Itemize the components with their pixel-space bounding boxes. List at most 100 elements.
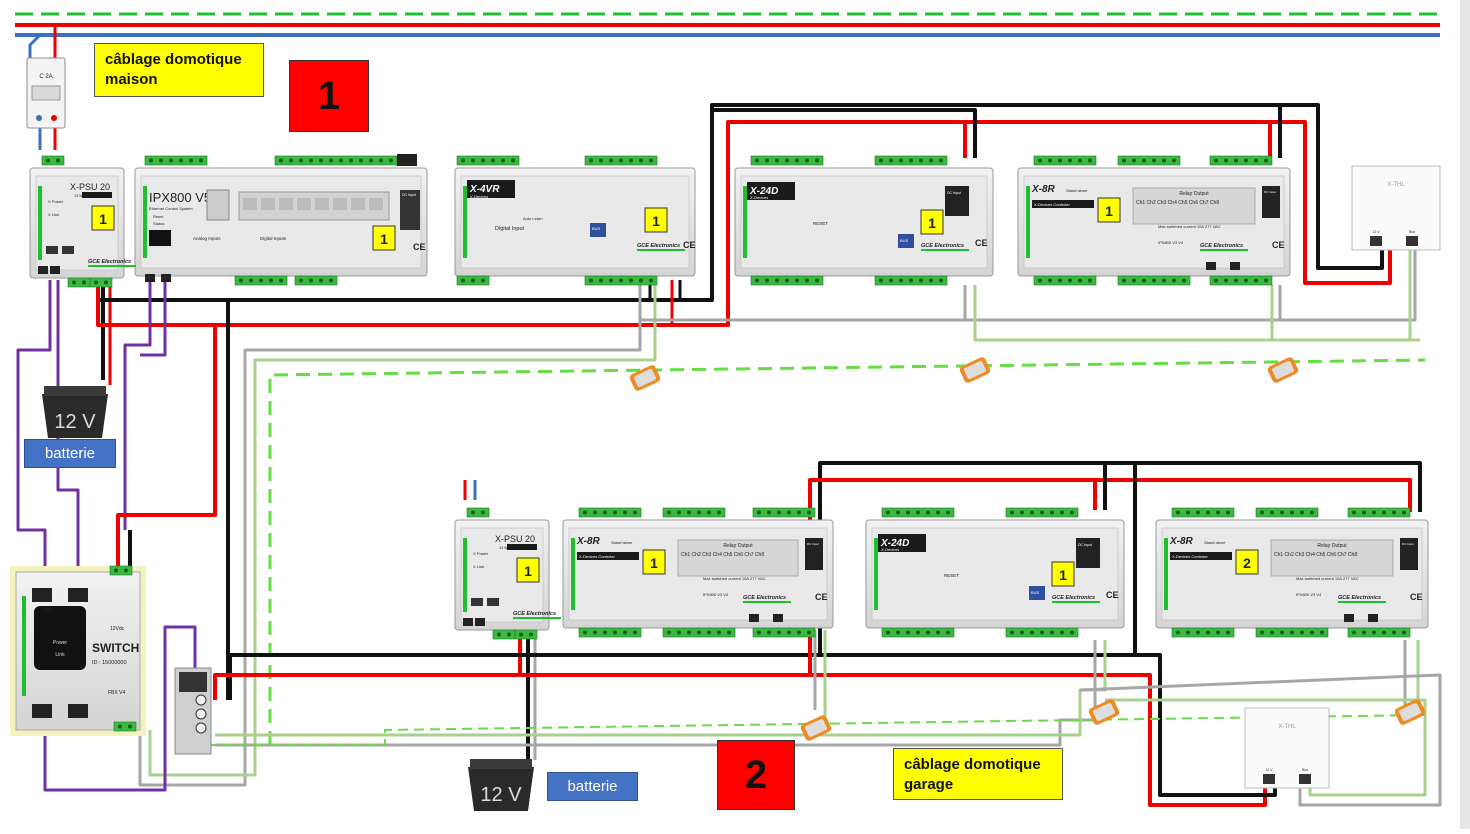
terminal-screw xyxy=(471,510,475,515)
module-id-badge: 1 xyxy=(644,207,668,233)
terminal-screw xyxy=(593,510,597,515)
x8r-relay-label: Relay Output xyxy=(1179,191,1209,197)
module-id-box xyxy=(642,549,666,575)
wago-connector xyxy=(959,357,991,383)
adapter-screw xyxy=(195,708,207,720)
terminal-screw xyxy=(613,510,617,515)
module-id-badge: 1 xyxy=(91,205,115,231)
module-id-box xyxy=(1051,561,1075,587)
terminal-screw xyxy=(309,278,313,283)
terminal-screw xyxy=(1030,510,1034,515)
terminal-screw xyxy=(1352,510,1356,515)
terminal-screw xyxy=(707,510,711,515)
terminal-screw xyxy=(1152,278,1156,283)
ce-mark: CE xyxy=(683,240,696,250)
terminal-screw xyxy=(369,158,373,163)
terminal-screw xyxy=(1280,510,1284,515)
terminal-screw xyxy=(886,630,890,635)
rj45-terminal-adapter xyxy=(174,667,212,755)
wago-connector xyxy=(1267,357,1299,383)
terminal-screw xyxy=(1058,278,1062,283)
xthl-body xyxy=(1351,165,1441,251)
terminal-screw xyxy=(919,158,923,163)
terminal-screw xyxy=(1038,278,1042,283)
switch-link: Link xyxy=(55,652,65,658)
terminal-screw xyxy=(946,510,950,515)
x8r-name: X-8R xyxy=(1031,184,1056,195)
terminal-screw xyxy=(128,724,132,729)
x8r-ipx-label: IPX800 V3 V4 xyxy=(1158,240,1184,245)
rj-port xyxy=(1230,262,1240,270)
battery-label-house: batterie xyxy=(24,439,116,468)
main-bus xyxy=(15,12,1440,37)
terminal-screw xyxy=(1310,630,1314,635)
terminal-screw xyxy=(1122,158,1126,163)
terminal-screw xyxy=(623,510,627,515)
x24d-name: X-24D xyxy=(880,538,909,549)
x24d-dc xyxy=(945,186,969,216)
module-id-badge: 1 xyxy=(1097,197,1121,223)
x24d-name-bg xyxy=(878,534,926,552)
terminal-screw xyxy=(1132,278,1136,283)
xthl-v-label: 12 V xyxy=(1265,768,1273,772)
rj-port xyxy=(463,618,473,626)
terminal-block xyxy=(514,629,538,640)
terminal-screw xyxy=(939,278,943,283)
terminal-block xyxy=(1117,155,1181,166)
x24d-name: X-24D xyxy=(749,186,778,197)
x8r-ctrl: X-Devices Controler xyxy=(579,554,615,559)
terminal-screw xyxy=(757,630,761,635)
terminal-screw xyxy=(1270,630,1274,635)
terminal-screw xyxy=(889,158,893,163)
terminal-screw xyxy=(1196,630,1200,635)
terminal-screw xyxy=(124,568,128,573)
terminal-block xyxy=(578,627,642,638)
battery-top xyxy=(470,759,532,769)
x24d-name-bg xyxy=(747,182,795,200)
terminal-screw xyxy=(936,630,940,635)
terminal-screw xyxy=(104,280,108,285)
terminal-screw xyxy=(349,158,353,163)
battery-body xyxy=(468,767,534,811)
psu-port xyxy=(62,246,74,254)
terminal-screw xyxy=(309,158,313,163)
module-id-badge: 1 xyxy=(920,209,944,235)
terminal-screw xyxy=(619,278,623,283)
terminal-screw xyxy=(1050,630,1054,635)
x8r-ipx-label: IPX800 V3 V4 xyxy=(703,592,729,597)
terminal-screw xyxy=(1186,630,1190,635)
module-id-number: 1 xyxy=(524,563,532,579)
terminal-screw xyxy=(896,510,900,515)
x24d-reset-label: RESET xyxy=(944,573,959,578)
terminal-screw xyxy=(481,510,485,515)
ipx-dc-input xyxy=(400,190,420,230)
gce-label: GCE Electronics xyxy=(88,259,131,265)
x8r-dc-label: DC Input xyxy=(807,542,819,546)
terminal-screw xyxy=(1030,630,1034,635)
terminal-screw xyxy=(807,630,811,635)
terminal-screw xyxy=(1260,630,1264,635)
terminal-block xyxy=(456,155,520,166)
terminal-screw xyxy=(1226,510,1230,515)
terminal-screw xyxy=(1226,630,1230,635)
xthl-name: X-THL xyxy=(1278,724,1296,730)
terminal-screw xyxy=(1196,510,1200,515)
green-strip xyxy=(743,186,747,258)
terminal-screw xyxy=(687,510,691,515)
rj-port xyxy=(749,614,759,622)
x8r-relay-area xyxy=(677,539,799,577)
terminal-screw xyxy=(1290,510,1294,515)
terminal-screw xyxy=(609,278,613,283)
terminal-screw xyxy=(379,158,383,163)
terminal-screw xyxy=(1132,158,1136,163)
xthl-port xyxy=(1406,236,1418,246)
green-strip xyxy=(22,596,26,696)
terminal-screw xyxy=(1078,158,1082,163)
terminal-screw xyxy=(939,158,943,163)
terminal-block xyxy=(144,155,208,166)
terminal-screw xyxy=(329,278,333,283)
green-strip xyxy=(874,538,878,610)
